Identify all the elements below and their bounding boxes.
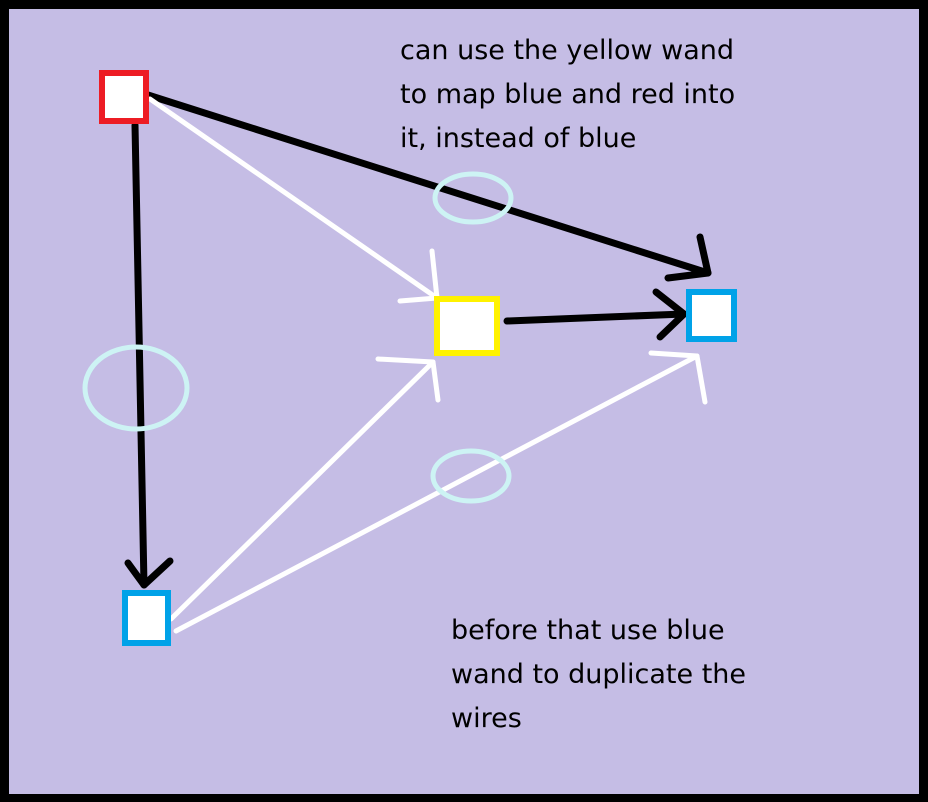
node-blue-left [122,590,171,646]
wire-left-blue-to-yellow [168,359,436,622]
wire-red-to-yellow [147,96,440,301]
arrowhead-left-blue-to-right-blue [648,350,708,405]
note-line: wires [451,703,522,734]
note-yellow-wand: can use the yellow wand to map blue and … [400,29,735,161]
note-blue-wand: before that use blue wand to duplicate t… [451,609,746,741]
arrowhead-left-blue-to-yellow [375,356,441,403]
crossing-marker-bottom [430,448,512,504]
wire-yellow-to-right-blue [503,310,688,325]
node-red [99,70,149,124]
node-yellow [434,296,500,356]
wire-left-blue-to-right-blue [173,353,700,634]
wire-red-to-right-blue [144,91,712,277]
arrowhead-red-to-right-blue [664,233,712,282]
node-blue-right [686,289,737,342]
crossing-marker-top [432,171,514,225]
wire-red-to-left-blue [131,121,148,589]
arrowhead-yellow-to-right-blue [652,288,688,341]
note-line: to map blue and red into [400,79,736,110]
note-line: it, instead of blue [400,123,637,154]
crossing-marker-left [82,344,190,432]
arrowhead-red-to-left-blue [124,557,174,589]
note-line: can use the yellow wand [400,35,735,66]
frame-background [9,9,919,794]
note-line: wand to duplicate the [451,659,747,690]
note-line: before that use blue [451,615,725,646]
